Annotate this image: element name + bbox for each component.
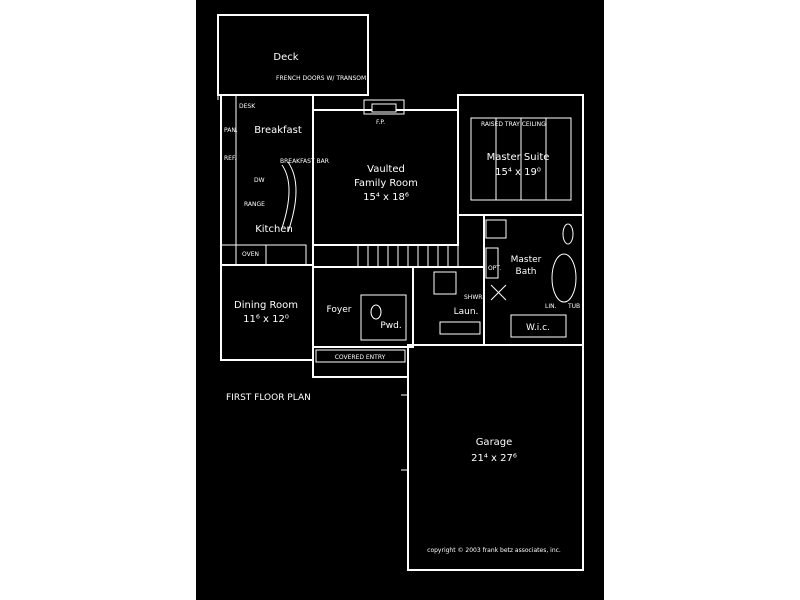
range-note: RANGE	[244, 201, 265, 208]
fireplace-note: F.P.	[376, 119, 385, 126]
french-door-note: FRENCH DOORS W/ TRANSOM	[276, 75, 366, 82]
ceiling-note: RAISED TRAY CEILING	[481, 121, 546, 128]
linen-label: LIN.	[545, 303, 557, 310]
dining-room: Dining Room 11⁶ x 12⁰	[220, 264, 314, 361]
kitchen-breakfast-block: Breakfast Kitchen DESK PAN. BREAKFAST BA…	[220, 94, 329, 266]
oven-note: OVEN	[242, 251, 259, 258]
desk-note: DESK	[239, 103, 256, 110]
covered-entry-label: COVERED ENTRY	[335, 354, 386, 361]
opt-note: OPT.	[488, 265, 501, 272]
stairs	[357, 244, 459, 268]
tub-note: TUB	[567, 303, 580, 310]
powder-label: Pwd.	[380, 321, 401, 331]
master-suite-label: Master Suite	[487, 152, 550, 163]
wic-label: W.i.c.	[526, 323, 550, 333]
shower-note: SHWR.	[464, 294, 484, 301]
family-room-dims: 15⁴ x 18⁶	[363, 192, 409, 203]
deck-label: Deck	[273, 52, 298, 63]
covered-entry: COVERED ENTRY	[312, 346, 409, 378]
family-room-label-2: Family Room	[354, 178, 418, 189]
foyer-label: Foyer	[327, 305, 352, 315]
pantry-note: PAN.	[224, 127, 238, 134]
refrigerator-note: REF.	[224, 155, 236, 162]
garage-label: Garage	[476, 437, 513, 448]
floor-plan: Deck FRENCH DOORS W/ TRANSOM Breakfast K…	[196, 0, 604, 600]
foyer-area: Foyer Pwd. Laun.	[312, 266, 485, 348]
garage: Garage 21⁴ x 27⁶ copyright © 2003 frank …	[401, 344, 584, 571]
master-bath-label-2: Bath	[516, 267, 537, 277]
copyright-text: copyright © 2003 frank betz associates, …	[427, 547, 561, 554]
master-bath-label-1: Master	[511, 255, 542, 265]
dining-room-dims: 11⁶ x 12⁰	[243, 314, 289, 325]
master-suite-dims: 15⁴ x 19⁰	[495, 167, 541, 178]
dishwasher-note: DW	[254, 177, 265, 184]
garage-dims: 21⁴ x 27⁶	[471, 453, 517, 464]
family-room-label-1: Vaulted	[367, 164, 405, 175]
family-room: F.P. Vaulted Family Room 15⁴ x 18⁶	[312, 99, 459, 246]
master-bath: Master Bath SHWR. OPT. TUB LIN. W.i.c.	[464, 214, 584, 346]
kitchen-label: Kitchen	[255, 224, 293, 235]
floor-plan-drawing: Deck FRENCH DOORS W/ TRANSOM Breakfast K…	[217, 14, 584, 571]
master-suite: RAISED TRAY CEILING Master Suite 15⁴ x 1…	[457, 94, 584, 216]
breakfast-bar-note: BREAKFAST BAR	[280, 158, 329, 165]
laundry-label: Laun.	[454, 307, 479, 317]
breakfast-label: Breakfast	[254, 125, 302, 136]
plan-title: FIRST FLOOR PLAN	[226, 393, 311, 403]
deck: Deck FRENCH DOORS W/ TRANSOM	[217, 14, 369, 100]
dining-room-label: Dining Room	[234, 300, 298, 311]
